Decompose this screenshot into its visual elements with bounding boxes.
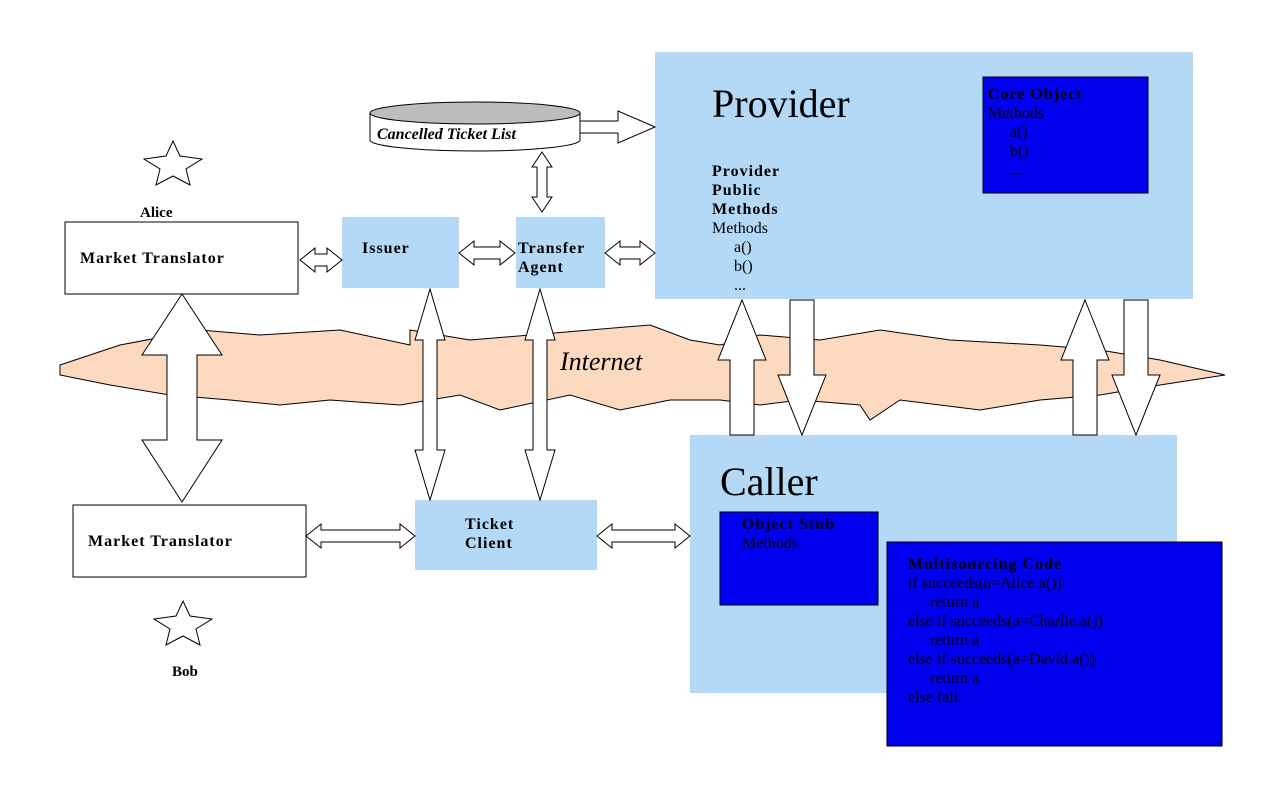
object-stub-box — [719, 511, 879, 606]
provider-title: Provider — [712, 81, 850, 126]
arrow-caller-to-provider-1 — [717, 298, 767, 436]
multisourcing-line-3: else if succeeds(a=Charlie.a()) — [908, 613, 1103, 630]
alice-star-icon — [142, 139, 204, 186]
transfer-agent-label-2: Agent — [518, 259, 564, 276]
arrow-ticketclient-caller — [596, 522, 691, 550]
bob-star-icon — [152, 599, 214, 646]
cancelled-ticket-list-cylinder — [369, 101, 581, 152]
multisourcing-line-6: return a — [930, 670, 979, 687]
provider-method-more: ... — [734, 277, 746, 294]
arrow-transfer-ticketclient — [524, 287, 556, 502]
multisourcing-box — [886, 541, 1223, 747]
multisourcing-line-7: else fail — [908, 689, 959, 706]
ticket-client-label-2: Client — [465, 535, 513, 552]
core-object-title: Core Object — [988, 86, 1083, 103]
arrow-provider-to-caller-1 — [777, 299, 827, 437]
internet-cloud — [59, 324, 1226, 421]
arrow-mt-ticketclient — [305, 522, 416, 550]
multisourcing-line-5: else if succeeds(a=David.a()) — [908, 651, 1095, 668]
object-stub-methods-label: Methods — [742, 535, 798, 552]
multisourcing-line-2: return a — [930, 594, 979, 611]
arrow-issuer-transfer — [458, 239, 516, 267]
ticket-client-box — [415, 500, 597, 570]
transfer-agent-box — [516, 217, 605, 288]
market-translator-bottom-box — [72, 504, 307, 578]
multisourcing-title: Multisourcing Code — [908, 556, 1062, 573]
core-object-method-a: a() — [1010, 124, 1028, 141]
alice-label: Alice — [140, 205, 173, 221]
provider-method-b: b() — [734, 258, 753, 275]
multisourcing-line-4: return a — [930, 632, 979, 649]
object-stub-title: Object Stub — [742, 516, 835, 533]
issuer-box — [342, 217, 459, 288]
core-object-method-b: b() — [1010, 143, 1029, 160]
transfer-agent-label-1: Transfer — [518, 240, 585, 257]
arrow-provider-to-caller-2 — [1111, 299, 1161, 437]
core-object-methods-label: Methods — [988, 105, 1044, 122]
provider-public-heading-1: Provider — [712, 163, 780, 180]
arrows — [141, 110, 1161, 550]
arrow-mt-issuer — [299, 246, 343, 274]
multisourcing-line-1: if succeeds(a=Alice.a()) — [908, 575, 1062, 592]
provider-methods-label: Methods — [712, 220, 768, 237]
arrow-mt-mt — [141, 293, 223, 503]
arrow-ctl-to-provider — [579, 110, 657, 144]
market-translator-bottom-label: Market Translator — [88, 533, 233, 550]
cancelled-ticket-list-label: Cancelled Ticket List — [377, 126, 516, 143]
arrow-ctl-transfer-agent — [531, 151, 553, 213]
provider-method-a: a() — [734, 239, 752, 256]
provider-public-heading-3: Methods — [712, 201, 779, 218]
core-object-box — [982, 76, 1149, 194]
arrow-transfer-provider — [604, 239, 656, 267]
core-object-method-more: ... — [1010, 162, 1022, 179]
market-translator-top-label: Market Translator — [80, 250, 225, 267]
bob-label: Bob — [172, 664, 198, 680]
caller-title: Caller — [720, 459, 818, 504]
ticket-client-label-1: Ticket — [465, 516, 514, 533]
arrow-issuer-ticketclient — [414, 287, 446, 502]
provider-public-heading-2: Public — [712, 182, 762, 199]
arrow-caller-to-provider-2 — [1060, 298, 1110, 436]
issuer-label: Issuer — [362, 240, 410, 257]
internet-label: Internet — [559, 347, 643, 376]
